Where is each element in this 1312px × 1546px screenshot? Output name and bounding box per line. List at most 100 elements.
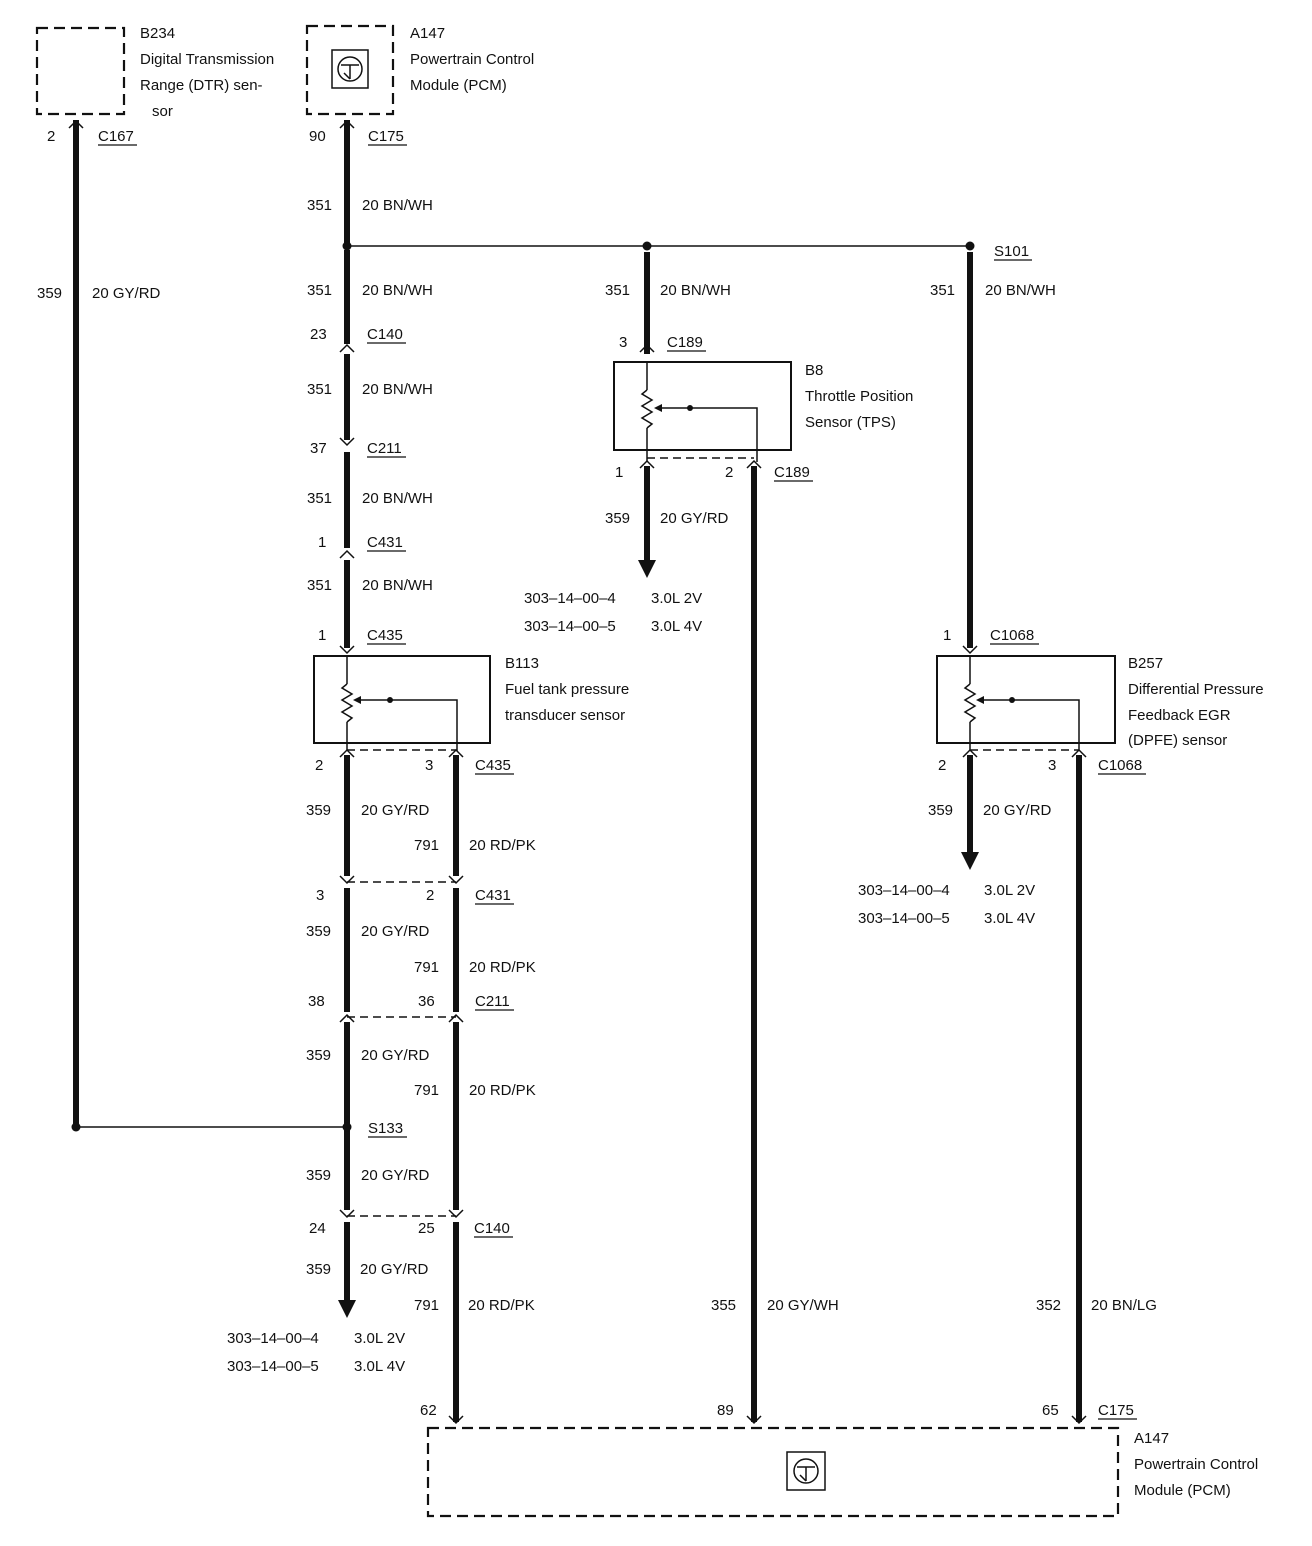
connector-c175-top: C175	[368, 128, 404, 145]
wire-351-d-circuit: 351	[307, 490, 332, 507]
pin-b113-3: 3	[425, 757, 433, 774]
wire-791-a-spec: 20 RD/PK	[469, 837, 536, 854]
b257-id: B257	[1128, 655, 1163, 672]
wire-351-a-circuit: 351	[307, 197, 332, 214]
wire-359-b-circuit: 359	[306, 923, 331, 940]
connector-c1068-bottom: C1068	[1098, 757, 1142, 774]
wire-351-d-spec: 20 BN/WH	[362, 490, 433, 507]
b8-line2: Sensor (TPS)	[805, 414, 896, 431]
wire-359-dtr-spec: 20 GY/RD	[92, 285, 161, 302]
pin-c431-3: 3	[316, 887, 324, 904]
wire-351-b-circuit: 351	[307, 282, 332, 299]
splice-s101: S101	[994, 243, 1029, 260]
pin-dpfe-1: 1	[943, 627, 951, 644]
pin-c211-36: 36	[418, 993, 435, 1010]
pin-c211-38: 38	[308, 993, 325, 1010]
wire-359-a-spec: 20 GY/RD	[361, 802, 430, 819]
wire-791-c-spec: 20 RD/PK	[469, 1082, 536, 1099]
wire-359-c-circuit: 359	[306, 1047, 331, 1064]
connector-c189-bottom: C189	[774, 464, 810, 481]
connector-c175-bottom: C175	[1098, 1402, 1134, 1419]
pcm-bottom-id: A147	[1134, 1430, 1169, 1447]
b113-line1: Fuel tank pressure	[505, 681, 629, 698]
wire-351-c-circuit: 351	[307, 381, 332, 398]
pin-dpfe-3: 3	[1048, 757, 1056, 774]
wire-359-tps-circuit: 359	[605, 510, 630, 527]
reference-arrows	[338, 560, 979, 1318]
dpfe-ref-code-2: 303–14–00–5	[858, 910, 950, 927]
b234-line3: sor	[152, 103, 173, 120]
pcm-top-id: A147	[410, 25, 445, 42]
b257-line3: (DPFE) sensor	[1128, 732, 1227, 749]
pin-tps-2: 2	[725, 464, 733, 481]
pin-tps-3: 3	[619, 334, 627, 351]
connector-bridges	[347, 457, 1079, 1217]
connector-c211-bottom: C211	[475, 993, 510, 1010]
wire-351-tps-spec: 20 BN/WH	[660, 282, 731, 299]
wire-352-circuit: 352	[1036, 1297, 1061, 1314]
connector-c140-top: C140	[367, 326, 403, 343]
wire-791-e-spec: 20 RD/PK	[468, 1297, 535, 1314]
pcm-bottom-module: A147 Powertrain Control Module (PCM)	[426, 1426, 1258, 1518]
b257-line1: Differential Pressure	[1128, 681, 1264, 698]
wire-359-e-spec: 20 GY/RD	[360, 1261, 429, 1278]
wire-359-tps-spec: 20 GY/RD	[660, 510, 729, 527]
tps-ref-code-1: 303–14–00–4	[524, 590, 616, 607]
wire-355-circuit: 355	[711, 1297, 736, 1314]
b113-fuel-tank-sensor: B113 Fuel tank pressure transducer senso…	[313, 655, 629, 751]
pin-c211-37: 37	[310, 440, 327, 457]
wire-labels: 351 20 BN/WH 351 20 BN/WH 351 20 BN/WH 3…	[37, 197, 1157, 1314]
wire-359-dtr-circuit: 359	[37, 285, 62, 302]
wire-359-d-circuit: 359	[306, 1167, 331, 1184]
pin-pcm-90: 90	[309, 128, 326, 145]
wire-351-e-circuit: 351	[307, 577, 332, 594]
wire-351-tps-circuit: 351	[605, 282, 630, 299]
wire-352-spec: 20 BN/LG	[1091, 1297, 1157, 1314]
connector-c431-bottom: C431	[475, 887, 511, 904]
wire-791-e-circuit: 791	[414, 1297, 439, 1314]
dpfe-ground-arrow-icon	[961, 852, 979, 870]
connector-c1068-top: C1068	[990, 627, 1034, 644]
wire-359-dpfe-spec: 20 GY/RD	[983, 802, 1052, 819]
tps-ref-code-2: 303–14–00–5	[524, 618, 616, 635]
wire-359-d-spec: 20 GY/RD	[361, 1167, 430, 1184]
connector-c435-bottom: C435	[475, 757, 511, 774]
wires	[73, 120, 1082, 1422]
connector-c211-top: C211	[367, 440, 402, 457]
wire-351-c-spec: 20 BN/WH	[362, 381, 433, 398]
pin-pcm-65: 65	[1042, 1402, 1059, 1419]
ground-ref-engine-2: 3.0L 4V	[354, 1358, 405, 1375]
pcm-top-symbol-icon	[331, 49, 369, 89]
pcm-bottom-line2: Module (PCM)	[1134, 1482, 1231, 1499]
pin-pcm-89: 89	[717, 1402, 734, 1419]
wire-351-e-spec: 20 BN/WH	[362, 577, 433, 594]
pin-b113-2: 2	[315, 757, 323, 774]
wire-351-b-spec: 20 BN/WH	[362, 282, 433, 299]
pin-numbers: 2 90 23 37 1 1 3 1 2 1 2 3 2 3 3 2 38 36…	[47, 128, 1059, 1419]
main-ground-arrow-icon	[338, 1300, 356, 1318]
wire-359-b-spec: 20 GY/RD	[361, 923, 430, 940]
dpfe-ref-engine-1: 3.0L 2V	[984, 882, 1035, 899]
wire-359-e-circuit: 359	[306, 1261, 331, 1278]
tps-ref-engine-1: 3.0L 2V	[651, 590, 702, 607]
wire-359-c-spec: 20 GY/RD	[361, 1047, 430, 1064]
connector-chevrons	[68, 119, 1087, 1425]
connector-c435-top: C435	[367, 627, 403, 644]
b113-line2: transducer sensor	[505, 707, 625, 724]
pin-tps-1: 1	[615, 464, 623, 481]
pin-b234-2: 2	[47, 128, 55, 145]
wire-791-b-spec: 20 RD/PK	[469, 959, 536, 976]
tps-ground-arrow-icon	[638, 560, 656, 578]
reference-labels: 303–14–00–4 3.0L 2V 303–14–00–5 3.0L 4V …	[227, 590, 1035, 1375]
b234-id: B234	[140, 25, 175, 42]
connector-c167: C167	[98, 128, 134, 145]
wire-791-b-circuit: 791	[414, 959, 439, 976]
connector-c140-bottom: C140	[474, 1220, 510, 1237]
pin-c431-1: 1	[318, 534, 326, 551]
b8-id: B8	[805, 362, 823, 379]
pin-c140-23: 23	[310, 326, 327, 343]
connector-c431-top: C431	[367, 534, 403, 551]
dpfe-ref-code-1: 303–14–00–4	[858, 882, 950, 899]
pin-dpfe-2: 2	[938, 757, 946, 774]
